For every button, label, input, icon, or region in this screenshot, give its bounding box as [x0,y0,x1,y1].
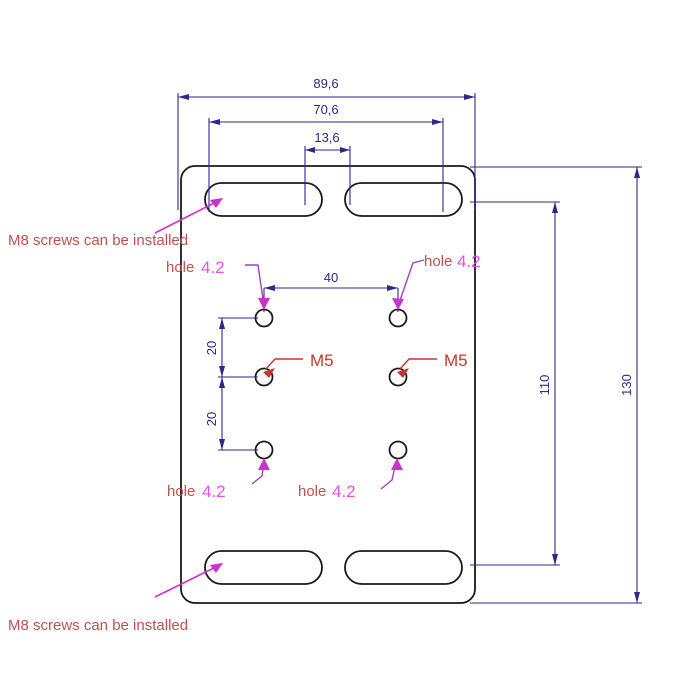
hole-label-bottom-right-num: 4.2 [332,482,356,501]
leader-hole-top-left: hole 4.2 [166,258,270,310]
note-m8-bottom: M8 screws can be installed [8,617,188,634]
arrow-right-40 [387,285,398,291]
dimension-40: 40 [263,270,399,312]
bottom-slots-group [204,550,463,585]
hole-label-bottom-right-word: hole [298,483,326,500]
dimension-20-lower: 20 [204,376,258,451]
leader-m8-top: M8 screws can be installed [8,198,223,249]
hole-label-bottom-left-num: 4.2 [202,482,226,501]
arrow-top-130 [634,167,640,178]
leader-line-m5-left [265,358,303,370]
arrow-m5-left [263,368,275,378]
arrow-left-70-6 [209,119,220,125]
plate-outline [180,165,476,604]
dim-label-20-lower: 20 [204,412,219,426]
top-slots-group [204,182,463,217]
dimension-89-6: 89,6 [177,76,476,210]
leader-line-m8-bottom [154,563,223,598]
dim-label-20-upper: 20 [204,341,219,355]
arrow-hole-top-right [392,298,404,310]
leader-hole-bottom-left: hole 4.2 [167,458,270,501]
dim-label-110: 110 [537,375,552,396]
hole-top-left [254,308,274,328]
leader-line-hole-top-right [397,259,425,307]
m5-label-right: M5 [444,351,468,370]
arrow-m5-right [397,368,409,378]
dimension-110: 110 [470,201,560,566]
leader-hole-bottom-right: hole 4.2 [298,458,403,501]
leader-line-m5-right [399,358,437,370]
m5-label-left: M5 [310,351,334,370]
slot-top-right [344,182,463,217]
part-outline-group [180,165,476,604]
hole-label-top-left-word: hole [166,259,194,276]
hole-label-top-right-word: hole [424,253,452,270]
arrow-bot-130 [634,592,640,603]
holes-group [254,308,408,460]
arrow-bot-20-upper [219,366,225,377]
dimension-13-6: 13,6 [304,130,351,205]
slot-bottom-left [204,550,323,585]
arrow-left-89-6 [178,94,189,100]
hole-label-top-right-num: 4.2 [457,252,481,271]
dimension-20-upper: 20 [204,317,258,378]
leader-hole-top-right: hole 4.2 [392,252,481,310]
slot-bottom-right [344,550,463,585]
leader-line-hole-top-left [245,264,265,307]
arrow-hole-bottom-left [258,458,270,470]
arrow-hole-top-left [258,298,270,310]
arrow-right-13-6 [340,147,350,153]
slot-top-left [204,182,323,217]
arrow-left-13-6 [305,147,315,153]
hole-bottom-left [254,440,274,460]
dim-label-13-6: 13,6 [314,130,339,145]
arrow-top-110 [552,202,558,213]
arrow-m8-bottom [210,563,223,573]
arrow-m8-top [210,198,223,208]
arrow-left-40 [264,285,275,291]
arrow-bot-110 [552,554,558,565]
note-m8-top: M8 screws can be installed [8,232,188,249]
hole-label-bottom-left-word: hole [167,483,195,500]
arrow-bot-20-lower [219,439,225,450]
dim-label-70-6: 70,6 [313,102,338,117]
leader-m5-right: M5 [397,351,468,378]
dimension-130: 130 [470,166,642,604]
dim-label-130: 130 [619,374,634,396]
hole-top-right [388,308,408,328]
arrow-right-89-6 [464,94,475,100]
arrow-hole-bottom-right [391,458,403,470]
dim-label-89-6: 89,6 [313,76,338,91]
hole-label-top-left-num: 4.2 [201,258,225,277]
hole-mid-right-m5 [388,367,408,387]
arrow-right-70-6 [432,119,443,125]
arrow-top-20-upper [219,318,225,329]
dim-label-40: 40 [324,270,338,285]
dimension-70-6: 70,6 [208,102,444,212]
hole-bottom-right [388,440,408,460]
leader-line-m8-top [154,198,223,234]
leader-m8-bottom: M8 screws can be installed [8,563,223,634]
arrow-top-20-lower [219,377,225,388]
leader-m5-left: M5 [263,351,334,378]
